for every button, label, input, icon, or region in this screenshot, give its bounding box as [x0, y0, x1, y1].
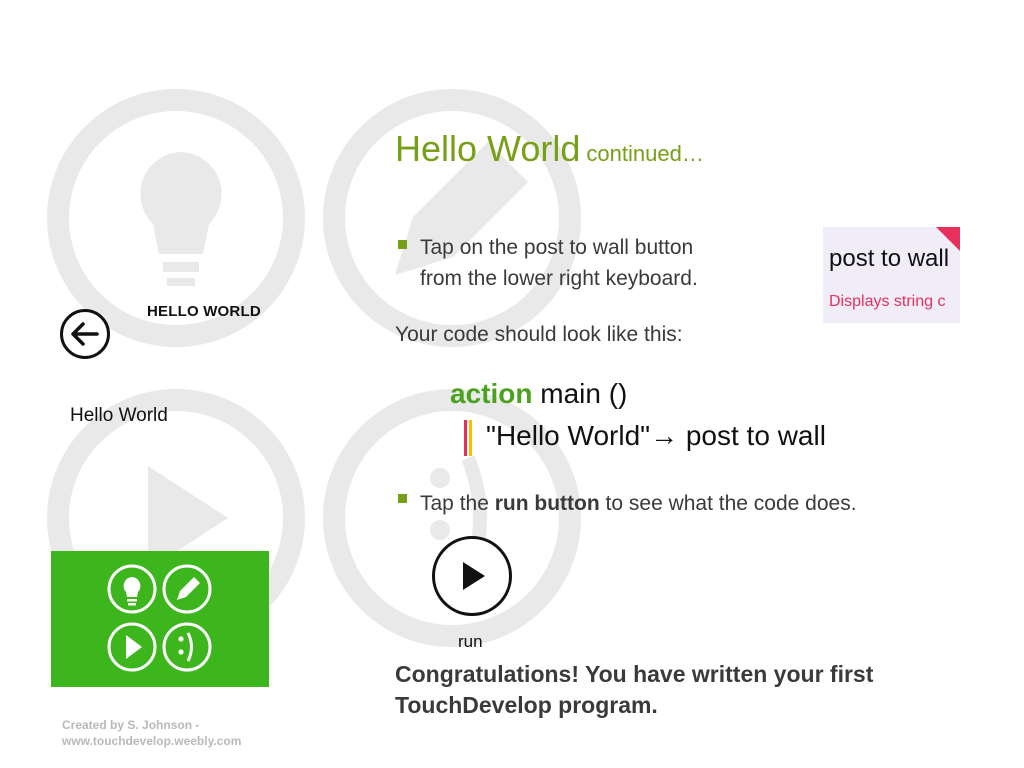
- code-signature: main (): [532, 378, 628, 409]
- code-action-line: action main (): [450, 378, 627, 410]
- watermark-pencil-icon: [395, 142, 528, 275]
- slide-title-sub: continued…: [586, 141, 704, 166]
- code-marker-pink: [464, 420, 467, 456]
- congrats-line-1: Congratulations! You have written your f…: [395, 661, 874, 687]
- watermark-play-icon: [148, 466, 228, 570]
- touchdevelop-tile: [51, 551, 269, 687]
- run-button[interactable]: [432, 536, 512, 616]
- bullet-2-pre: Tap the: [420, 492, 495, 515]
- lightbulb-icon: [123, 577, 141, 606]
- bullet-1-line-2: from the lower right keyboard.: [420, 267, 698, 290]
- bullet-marker-1: [398, 240, 407, 249]
- wall-output-text: Hello World: [70, 405, 168, 426]
- smiley-icon: [178, 632, 193, 662]
- bullet-marker-2: [398, 494, 407, 503]
- code-statement: "Hello World"→ post to wall: [486, 420, 826, 451]
- code-keyword: action: [450, 378, 533, 409]
- post-to-wall-description: Displays string c: [829, 293, 946, 310]
- footer-line-1: Created by S. Johnson -: [62, 718, 200, 732]
- arrow-left-icon: [71, 322, 99, 346]
- code-marker-yellow: [469, 420, 472, 456]
- app-header-title: HELLO WORLD: [147, 303, 261, 320]
- bullet-2-text: Tap the run button to see what the code …: [420, 489, 857, 519]
- footer-line-2: www.touchdevelop.weebly.com: [62, 734, 242, 748]
- post-to-wall-key[interactable]: post to wall Displays string c: [823, 227, 960, 323]
- corner-marker: [936, 227, 960, 251]
- watermark-lightbulb-icon: [140, 152, 222, 286]
- play-icon: [463, 562, 485, 590]
- congratulations-text: Congratulations! You have written your f…: [395, 659, 873, 721]
- run-label: run: [458, 632, 483, 651]
- play-icon: [126, 635, 142, 659]
- congrats-line-2: TouchDevelop program.: [395, 692, 658, 718]
- pencil-icon: [177, 577, 200, 600]
- back-button[interactable]: [60, 309, 110, 359]
- bullet-2-bold: run button: [494, 492, 600, 515]
- footer-credit: Created by S. Johnson - www.touchdevelop…: [62, 717, 241, 749]
- bullet-1-line-1: Tap on the post to wall button: [420, 236, 694, 259]
- post-to-wall-label: post to wall: [829, 245, 950, 272]
- code-block: action main () "Hello World"→ post to wa…: [450, 378, 826, 456]
- code-intro-text: Your code should look like this:: [395, 323, 683, 346]
- slide-title-main: Hello World: [395, 128, 581, 169]
- bullet-2-post: to see what the code does.: [599, 492, 857, 515]
